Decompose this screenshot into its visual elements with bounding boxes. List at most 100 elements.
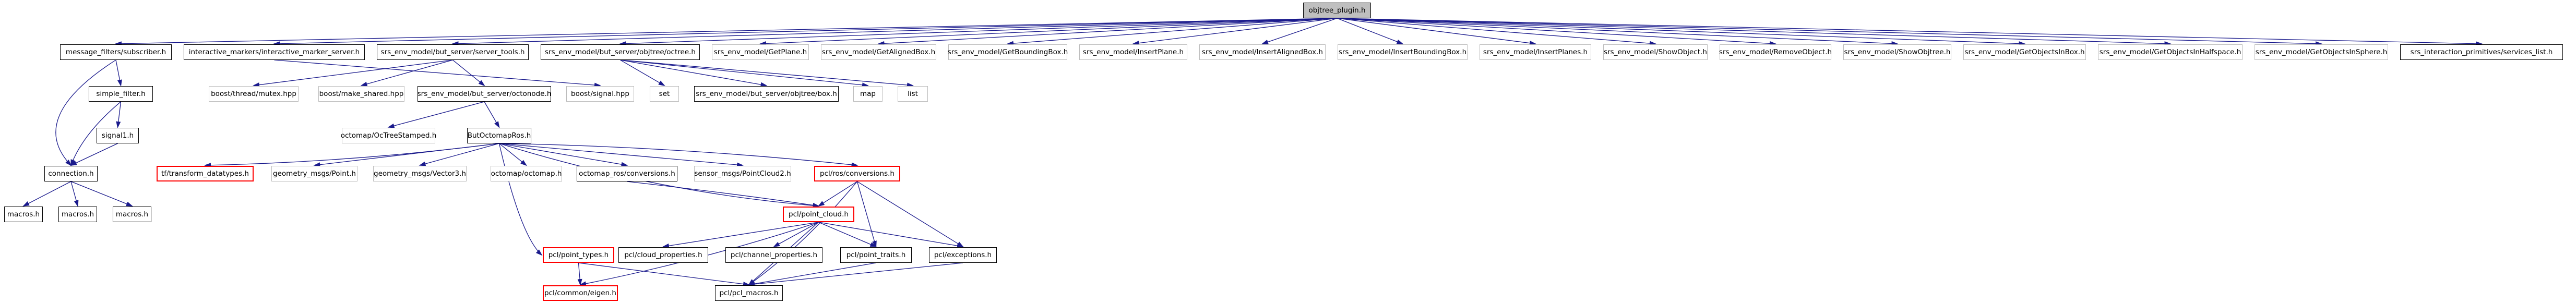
edge-octonode-octree_stamped [387, 101, 485, 128]
edge-pcl_ros_conv-point_cloud [817, 181, 857, 207]
edge-point_traits-pcl_macros [748, 262, 876, 286]
edge-butoctomapros-pointcloud2 [499, 143, 744, 167]
edge-octree-box_h [620, 59, 768, 87]
node-map[interactable]: map [853, 86, 882, 102]
node-objtree_plugin[interactable]: objtree_plugin.h [1303, 3, 1371, 18]
node-getplane[interactable]: srs_env_model/GetPlane.h [712, 44, 809, 60]
node-octomap_ros_conv[interactable]: octomap_ros/conversions.h [577, 166, 677, 181]
edge-exceptions-pcl_macros [748, 262, 963, 287]
node-octonode[interactable]: srs_env_model/but_server/octonode.h [418, 86, 551, 102]
node-gm_vector3[interactable]: geometry_msgs/Vector3.h [373, 166, 467, 181]
edge-octomap_ros_conv-point_cloud [627, 181, 820, 208]
node-insertboundingbox[interactable]: srs_env_model/InsertBoundingBox.h [1338, 44, 1468, 60]
node-getboundingbox[interactable]: srs_env_model/GetBoundingBox.h [948, 44, 1068, 60]
edge-objtree_plugin-insertboundingbox [1337, 18, 1404, 44]
node-gm_point[interactable]: geometry_msgs/Point.h [271, 166, 357, 181]
node-octree[interactable]: srs_env_model/but_server/objtree/octree.… [541, 44, 700, 60]
edge-objtree_plugin-server_tools [451, 18, 1338, 46]
edge-server_tools-mutex [253, 59, 453, 88]
edge-butoctomapros-pcl_ros_conv [499, 143, 858, 167]
edge-objtree_plugin-showobject [1337, 18, 1656, 46]
edge-octree-set [620, 59, 665, 87]
node-pcl_ros_conv[interactable]: pcl/ros/conversions.h [814, 166, 900, 181]
edge-point_cloud-point_traits [818, 222, 877, 247]
node-cloud_props[interactable]: pcl/cloud_properties.h [618, 247, 708, 263]
node-list[interactable]: list [898, 86, 928, 102]
edge-butoctomapros-tf_datatypes [204, 143, 499, 168]
edge-octonode-butoctomapros [484, 101, 500, 128]
node-butoctomapros[interactable]: ButOctomapRos.h [467, 128, 531, 143]
edge-objtree_plugin-getalignedbox [877, 18, 1338, 46]
node-point_types[interactable]: pcl/point_types.h [543, 247, 614, 263]
edge-server_tools-octonode [452, 59, 485, 87]
node-server_tools[interactable]: srs_env_model/but_server/server_tools.h [377, 44, 529, 60]
edge-subscriber-connection [55, 59, 116, 166]
edge-point_cloud-cloud_props [662, 222, 819, 248]
edge-butoctomapros-gm_vector3 [419, 143, 499, 166]
node-interactive[interactable]: interactive_markers/interactive_marker_s… [184, 44, 365, 60]
node-pointcloud2[interactable]: sensor_msgs/PointCloud2.h [694, 166, 791, 181]
edge-point_cloud-exceptions [818, 222, 964, 248]
node-point_cloud[interactable]: pcl/point_cloud.h [783, 207, 854, 222]
edge-subscriber-simple_filter [115, 59, 122, 87]
node-showobject[interactable]: srs_env_model/ShowObject.h [1603, 44, 1708, 60]
node-simple_filter[interactable]: simple_filter.h [89, 86, 153, 102]
edge-objtree_plugin-insertplane [1132, 18, 1338, 46]
edge-butoctomapros-gm_point [313, 143, 499, 167]
node-exceptions[interactable]: pcl/exceptions.h [929, 247, 997, 263]
edge-connection-macros_a [22, 181, 71, 207]
node-services_list[interactable]: srs_interaction_primitives/services_list… [2400, 44, 2563, 60]
node-getalignedbox[interactable]: srs_env_model/GetAlignedBox.h [821, 44, 936, 60]
node-connection[interactable]: connection.h [44, 166, 98, 181]
node-getobjectsinbox[interactable]: srs_env_model/GetObjectsInBox.h [1963, 44, 2086, 60]
node-insertplane[interactable]: srs_env_model/InsertPlane.h [1079, 44, 1187, 60]
edge-objtree_plugin-insertplanes [1337, 18, 1536, 46]
node-octree_stamped[interactable]: octomap/OcTreeStamped.h [341, 128, 436, 143]
edge-point_types-pcl_macros [578, 262, 750, 287]
node-showobjtree[interactable]: srs_env_model/ShowObjtree.h [1843, 44, 1951, 60]
edge-simple_filter-signal1 [116, 101, 122, 128]
node-make_shared[interactable]: boost/make_shared.hpp [318, 86, 404, 102]
node-octomap_octomap[interactable]: octomap/octomap.h [491, 166, 562, 181]
node-getobjectsinsphere[interactable]: srs_env_model/GetObjectsInSphere.h [2255, 44, 2388, 60]
edge-pcl_ros_conv-pcl_macros [748, 181, 857, 286]
node-signal_hpp[interactable]: boost/signal.hpp [566, 86, 634, 102]
node-eigen[interactable]: pcl/common/eigen.h [543, 285, 618, 301]
edge-server_tools-make_shared [360, 59, 453, 87]
node-channel_props[interactable]: pcl/channel_properties.h [725, 247, 822, 263]
edge-butoctomapros-octomap_octomap [499, 143, 528, 166]
edge-connection-macros_c [70, 181, 133, 207]
edge-point_types-eigen [577, 262, 582, 286]
node-signal1[interactable]: signal1.h [97, 128, 139, 143]
node-insertplanes[interactable]: srs_env_model/InsertPlanes.h [1480, 44, 1591, 60]
node-pcl_macros[interactable]: pcl/pcl_macros.h [715, 285, 783, 301]
edge-objtree_plugin-getplane [759, 18, 1338, 46]
node-subscriber[interactable]: message_filters/subscriber.h [60, 44, 172, 60]
edge-objtree_plugin-getobjectsinbox [1337, 18, 2026, 46]
edge-octree-list [620, 59, 914, 88]
node-removeobject[interactable]: srs_env_model/RemoveObject.h [1719, 44, 1832, 60]
node-macros_b[interactable]: macros.h [58, 207, 97, 222]
edge-pcl_ros_conv-point_traits [856, 181, 877, 248]
node-getobjectsinhalfspace[interactable]: srs_env_model/GetObjectsInHalfspace.h [2098, 44, 2243, 60]
edge-objtree_plugin-services_list [1337, 18, 2483, 46]
edge-connection-macros_b [70, 181, 79, 207]
edge-interactive-signal_hpp [274, 59, 601, 88]
node-point_traits[interactable]: pcl/point_traits.h [840, 247, 912, 263]
edge-butoctomapros-octomap_ros_conv [499, 143, 628, 167]
node-box_h[interactable]: srs_env_model/but_server/objtree/box.h [694, 86, 839, 102]
edge-objtree_plugin-showobjtree [1337, 18, 1899, 46]
node-macros_c[interactable]: macros.h [113, 207, 151, 222]
edge-butoctomapros-point_cloud [499, 143, 820, 208]
node-macros_a[interactable]: macros.h [4, 207, 43, 222]
edge-objtree_plugin-removeobject [1337, 18, 1776, 46]
node-tf_datatypes[interactable]: tf/transform_datatypes.h [157, 166, 254, 181]
node-insertalignedbox[interactable]: srs_env_model/InsertAlignedBox.h [1199, 44, 1326, 60]
edge-objtree_plugin-getobjectsinhalfspace [1337, 18, 2172, 46]
node-mutex[interactable]: boost/thread/mutex.hpp [209, 86, 299, 102]
edge-objtree_plugin-octree [619, 18, 1338, 46]
edge-butoctomapros-point_types [498, 143, 543, 256]
node-set[interactable]: set [650, 86, 679, 102]
